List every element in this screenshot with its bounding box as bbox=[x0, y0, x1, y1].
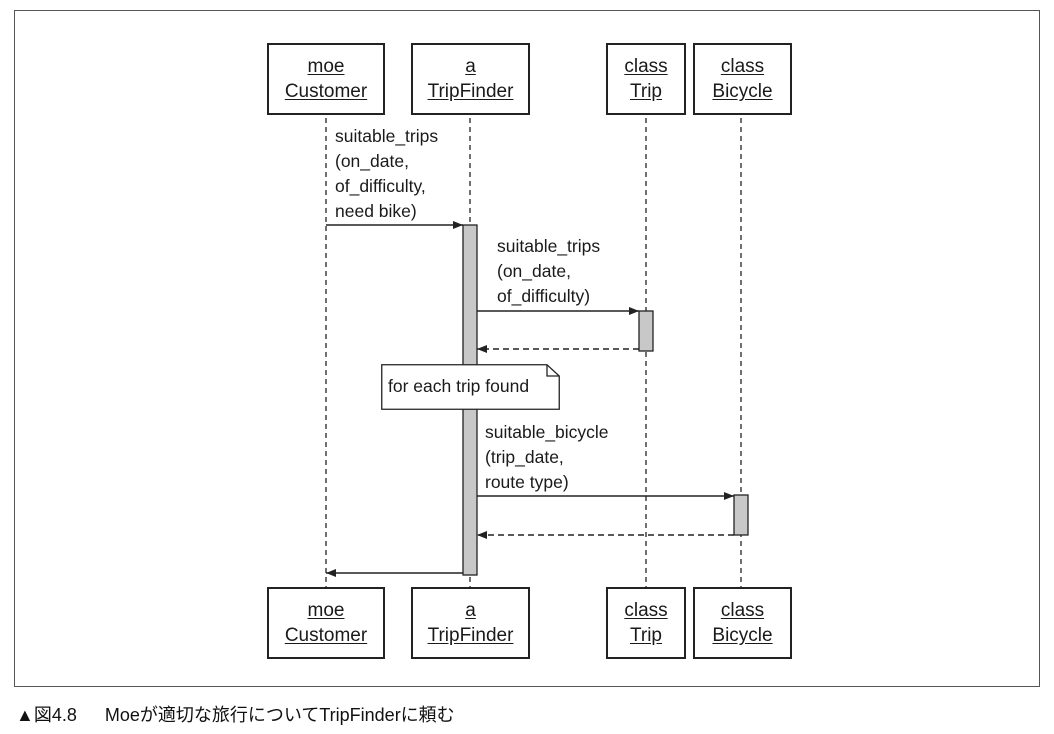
participant-bicycle-name: class bbox=[720, 600, 765, 621]
loop-note: for each trip found bbox=[381, 364, 560, 410]
participant-customer-class: Customer bbox=[284, 625, 368, 646]
participant-bicycle-top: class Bicycle bbox=[693, 43, 792, 115]
participant-tripfinder-top: a TripFinder bbox=[411, 43, 530, 115]
figure-caption: ▲図4.8 Moeが適切な旅行についてTripFinderに頼む bbox=[16, 703, 455, 727]
note-shape bbox=[381, 364, 560, 410]
caption-text: Moeが適切な旅行についてTripFinderに頼む bbox=[104, 705, 455, 725]
participant-tripfinder-name: a bbox=[465, 600, 476, 621]
participant-trip-top: class Trip bbox=[606, 43, 686, 115]
message-label-1: suitable_trips (on_date, of_difficulty, … bbox=[335, 126, 439, 221]
participant-tripfinder-class: TripFinder bbox=[427, 81, 514, 102]
participant-customer-class: Customer bbox=[284, 81, 368, 102]
caption-figure-number: 図4.8 bbox=[33, 705, 77, 725]
participant-trip-class: Trip bbox=[629, 81, 663, 102]
participant-customer-name: moe bbox=[307, 600, 345, 621]
participant-customer-top: moe Customer bbox=[267, 43, 385, 115]
participant-customer-name: moe bbox=[307, 56, 345, 77]
participant-tripfinder-bottom: a TripFinder bbox=[411, 587, 530, 659]
participant-trip-name: class bbox=[624, 600, 668, 621]
caption-marker: ▲ bbox=[16, 705, 34, 725]
participant-trip-name: class bbox=[624, 56, 668, 77]
participant-trip-bottom: class Trip bbox=[606, 587, 686, 659]
participant-bicycle-bottom: class Bicycle bbox=[693, 587, 792, 659]
participant-customer-bottom: moe Customer bbox=[267, 587, 385, 659]
note-text: for each trip found bbox=[388, 376, 530, 396]
participant-tripfinder-name: a bbox=[465, 56, 476, 77]
participant-bicycle-class: Bicycle bbox=[712, 625, 773, 646]
participant-bicycle-name: class bbox=[720, 56, 765, 77]
activation-trip bbox=[638, 310, 654, 352]
participant-bicycle-class: Bicycle bbox=[712, 81, 773, 102]
participant-trip-class: Trip bbox=[629, 625, 663, 646]
participant-tripfinder-class: TripFinder bbox=[427, 625, 514, 646]
activation-bicycle bbox=[733, 494, 749, 536]
message-label-3: suitable_bicycle (trip_date, route type) bbox=[485, 422, 609, 492]
message-label-2: suitable_trips (on_date, of_difficulty) bbox=[497, 236, 601, 306]
